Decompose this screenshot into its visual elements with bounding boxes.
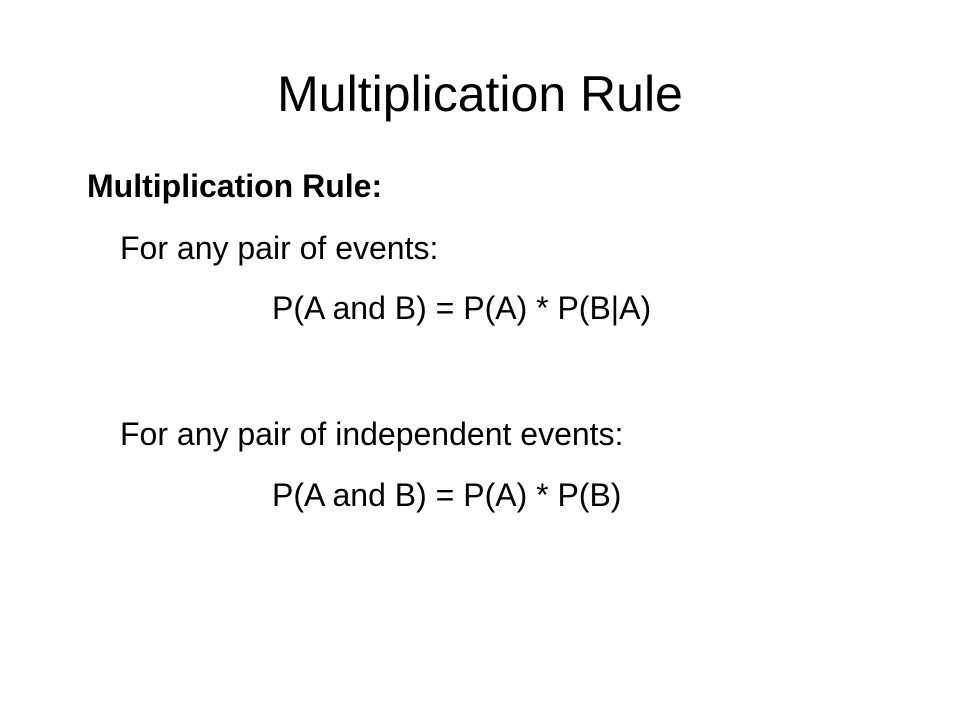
slide-title: Multiplication Rule [277, 66, 683, 122]
independent-rule-formula: P(A and B) = P(A) * P(B) [272, 477, 622, 513]
general-rule-formula: P(A and B) = P(A) * P(B|A) [272, 290, 652, 326]
general-rule-condition: For any pair of events: [120, 230, 439, 266]
rule-heading: Multiplication Rule: [87, 168, 383, 204]
independent-rule-condition: For any pair of independent events: [120, 416, 624, 452]
